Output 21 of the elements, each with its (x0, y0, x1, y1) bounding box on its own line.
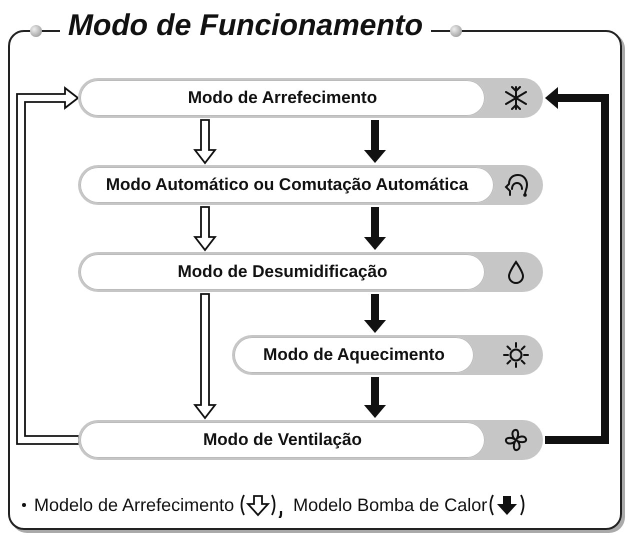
arrow (364, 377, 386, 418)
mode-pill (78, 78, 543, 118)
hollow-arrow (193, 119, 217, 164)
hollow-arrow (16, 86, 80, 445)
arrow (364, 207, 386, 250)
hollow-arrow (193, 293, 217, 420)
arrow (364, 120, 386, 163)
arrow (364, 294, 386, 333)
mode-pill (78, 165, 543, 205)
mode-name: Modo de Ventilação (203, 430, 362, 450)
arrow (545, 87, 609, 444)
legend-text: Modelo Bomba de Calor (293, 494, 488, 516)
hollow-arrow (193, 206, 217, 252)
mode-name: Modo de Aquecimento (263, 345, 445, 365)
mode-name: Modo Automático ou Comutação Automática (106, 175, 468, 195)
legend-text: Modelo de Arrefecimento (34, 494, 234, 516)
mode-pill (78, 252, 543, 292)
mode-pill (232, 335, 543, 375)
mode-name: Modo de Arrefecimento (188, 88, 378, 108)
mode-pill (78, 420, 543, 460)
mode-name: Modo de Desumidificação (178, 262, 388, 282)
